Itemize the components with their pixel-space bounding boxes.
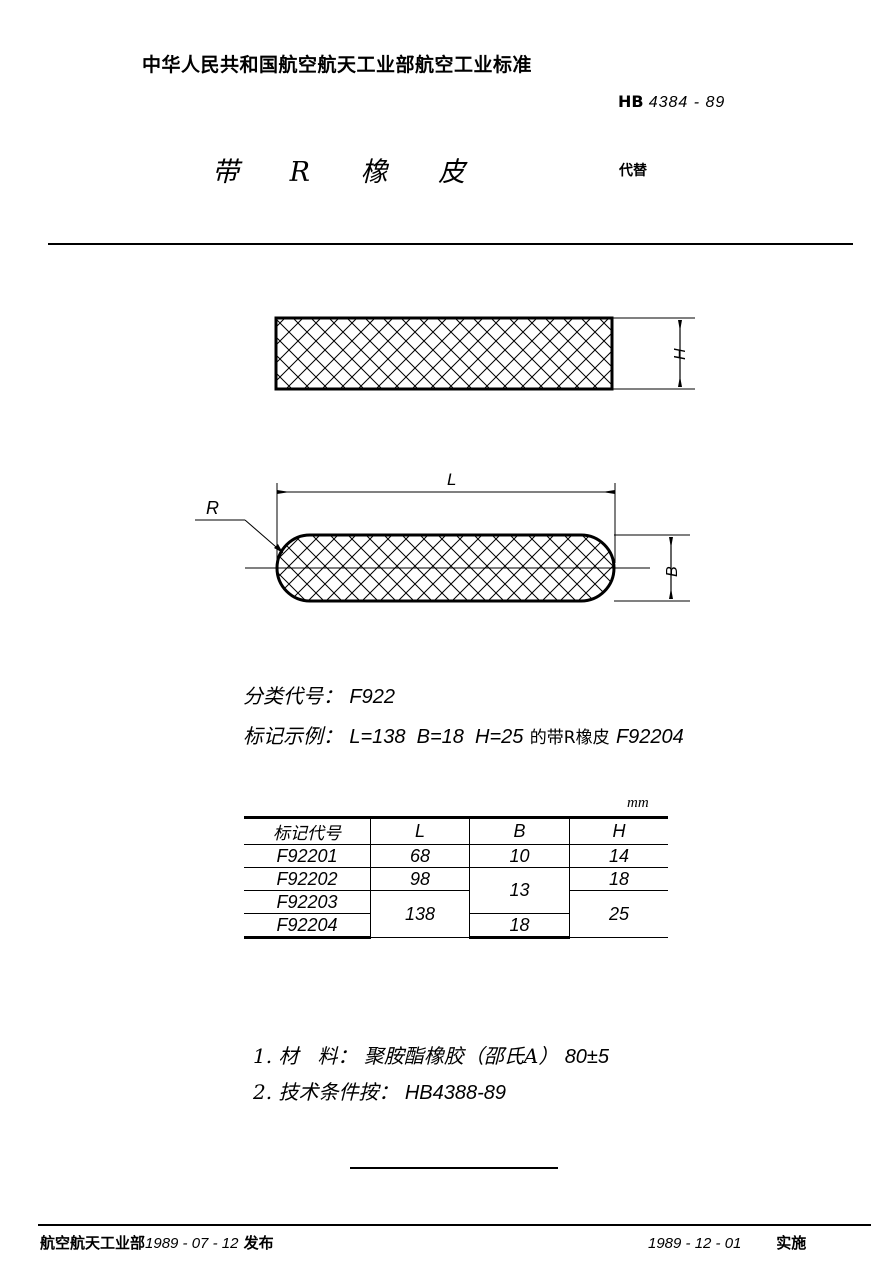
cell-b-merged: 13 (469, 867, 570, 914)
cell-code: F92204 (244, 913, 371, 939)
note-material: 1. 材 料： 聚胺酯橡胶（邵氏A） 80±5 (253, 1040, 609, 1069)
dimension-b-label: B (664, 566, 681, 577)
footer-issue: 航空航天工业部1989 - 07 - 12 发布 (40, 1232, 274, 1253)
replaces-label: 代替 (619, 163, 647, 179)
spec-table: 标记代号 L B H F92201 68 10 14 F92202 98 13 … (244, 816, 668, 939)
issuer: 航空航天工业部 (40, 1234, 146, 1252)
table-header-row: 标记代号 L B H (244, 816, 668, 845)
cell-h-merged: 25 (569, 890, 668, 938)
standard-number: HB 4384 - 89 (618, 92, 725, 112)
footer-effective: 1989 - 12 - 01 实施 (648, 1232, 806, 1253)
table-row: F92201 68 10 14 (244, 844, 668, 868)
classification-code: F922 (349, 686, 395, 708)
effective-label: 实施 (776, 1234, 807, 1252)
cell-l: 68 (370, 844, 470, 868)
organization-standard-title: 中华人民共和国航空航天工业部航空工业标准 (142, 54, 533, 76)
end-divider (350, 1167, 558, 1169)
dimension-l-label: L (447, 470, 456, 489)
header-h: H (569, 816, 668, 845)
footer-divider (38, 1224, 871, 1226)
cell-l: 98 (370, 867, 470, 891)
standard-number-value: 4384 - 89 (648, 94, 726, 111)
cell-code: F92203 (244, 890, 371, 914)
marking-example-label: 标记示例： (243, 724, 343, 748)
note-value-cn: 聚胺酯橡胶（邵氏A） (363, 1044, 559, 1068)
cell-code: F92202 (244, 867, 371, 891)
note-value: HB4388-89 (404, 1082, 506, 1104)
header-b: B (469, 816, 570, 845)
table-unit: mm (627, 795, 649, 811)
table-row: F92204 18 (244, 913, 668, 939)
note-technical-conditions: 2. 技术条件按： HB4388-89 (253, 1076, 506, 1105)
cell-b: 10 (469, 844, 570, 868)
table-row: F92203 138 25 (244, 890, 668, 938)
standard-prefix: HB (618, 92, 644, 111)
marking-example-value: L=138 B=18 H=25 (349, 726, 524, 748)
document-title: 带 R 橡 皮 (212, 157, 476, 188)
classification-line: 分类代号： F922 (243, 680, 395, 709)
table-row: F92202 98 13 18 (244, 867, 668, 914)
effective-date: 1989 - 12 - 01 (648, 1235, 742, 1252)
marking-example-code: F92204 (615, 726, 684, 748)
cell-h: 14 (569, 844, 668, 868)
header-divider (48, 243, 853, 245)
front-view: L B R (195, 470, 690, 603)
cell-l-merged: 138 (370, 890, 470, 938)
marking-example-suffix: 的带R橡皮 (529, 728, 610, 748)
header-l: L (370, 816, 470, 845)
marking-example-line: 标记示例： L=138 B=18 H=25 的带R橡皮 F92204 (243, 720, 684, 749)
top-view: H (274, 316, 695, 391)
issue-date: 1989 - 07 - 12 (145, 1235, 239, 1252)
cell-b: 18 (469, 913, 570, 939)
note-label: 1. 材 料： (253, 1044, 358, 1068)
cell-h: 18 (569, 867, 668, 891)
issue-label: 发布 (243, 1234, 274, 1252)
radius-label: R (206, 498, 219, 518)
note-label: 2. 技术条件按： (253, 1080, 399, 1104)
cell-code: F92201 (244, 844, 371, 868)
dimension-h-label: H (672, 348, 689, 360)
classification-label: 分类代号： (243, 684, 343, 708)
technical-drawing: H L B R (195, 316, 695, 603)
header-code: 标记代号 (244, 816, 371, 845)
note-value: 80±5 (564, 1046, 610, 1068)
